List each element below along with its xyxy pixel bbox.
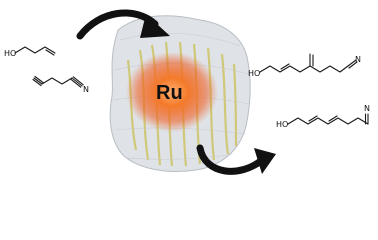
reactant-2-alkynyl-nitrile: N — [32, 75, 89, 94]
product-1-oh-label: HO — [248, 69, 260, 78]
product-2-linear: HO N — [276, 104, 370, 129]
product-2-n-label: N — [364, 104, 370, 113]
input-arrow — [76, 9, 170, 40]
output-arrow — [196, 144, 276, 175]
reactant-2-n-label: N — [83, 85, 89, 94]
product-1-branched: HO N — [248, 53, 361, 78]
ru-glow — [126, 52, 218, 132]
product-1-n-label: N — [355, 55, 361, 64]
reaction-scheme: Ru HO N HO N HO — [4, 9, 370, 175]
product-2-oh-label: HO — [276, 120, 288, 129]
reactant-1-homoallyl-alcohol: HO — [4, 46, 56, 58]
ru-label: Ru — [156, 82, 183, 104]
protein-structure: Ru — [109, 15, 251, 172]
reactant-1-oh-label: HO — [4, 49, 16, 58]
